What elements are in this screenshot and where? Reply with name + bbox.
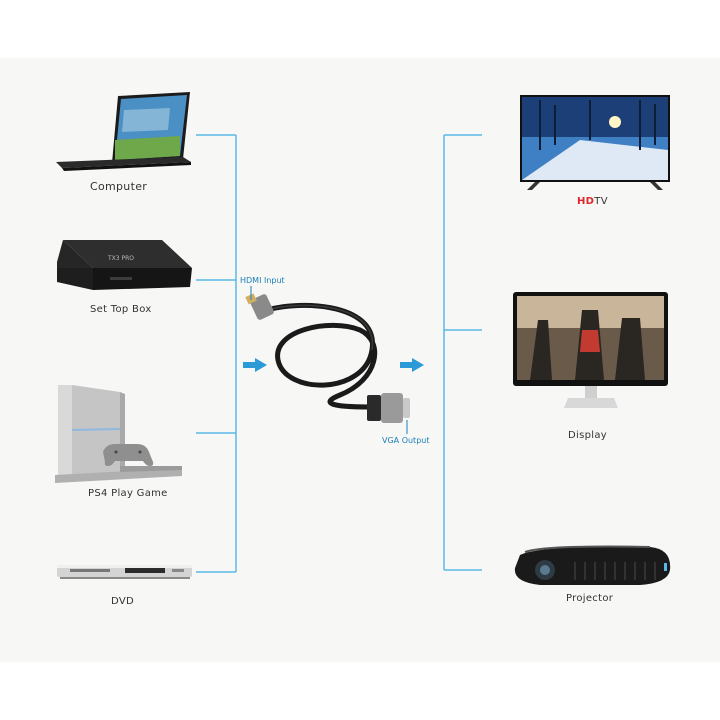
label-dvd: DVD: [111, 596, 134, 607]
input-arrow-icon: [243, 358, 267, 372]
label-vga-output: VGA Output: [382, 436, 430, 445]
label-hdtv-prefix: HD: [577, 196, 595, 207]
right-connector-lines: [443, 134, 482, 571]
monitor-icon: [513, 292, 668, 408]
projector-icon: [514, 545, 671, 585]
label-set-top-box: Set Top Box: [90, 304, 152, 315]
set-top-box-badge: TX3 PRO: [107, 255, 134, 262]
label-hdtv-suffix: TV: [594, 196, 608, 207]
label-projector: Projector: [566, 593, 614, 604]
left-connector-lines: [196, 134, 237, 573]
output-arrow-icon: [400, 358, 424, 372]
gamepad-icon: [103, 444, 154, 466]
label-computer: Computer: [90, 180, 148, 193]
label-ps4: PS4 Play Game: [88, 488, 168, 499]
ps4-console-icon: [55, 385, 182, 483]
hdmi-vga-cable-icon: [245, 293, 410, 423]
laptop-icon: [56, 92, 191, 171]
dvd-player-icon: [57, 565, 192, 579]
label-hdmi-input: HDMI Input: [240, 276, 285, 285]
label-hdtv: HDTV: [577, 196, 608, 207]
hdtv-icon: [520, 95, 670, 190]
set-top-box-icon: [57, 240, 192, 290]
label-display: Display: [568, 430, 607, 441]
